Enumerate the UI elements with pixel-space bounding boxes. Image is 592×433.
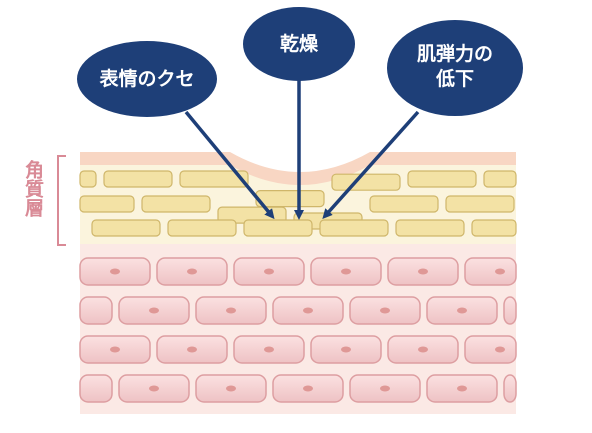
cell-nucleus [495,268,505,275]
cell-nucleus [149,307,159,314]
lower-cell-grid [79,257,517,403]
cell-nucleus [226,307,236,314]
expression-bubble [77,41,217,117]
stratum-cell [179,170,249,188]
cell-nucleus [303,385,313,392]
expression-callout-text: 表情のクセ [99,68,195,90]
cell-nucleus [418,268,428,275]
dryness-bubble [243,7,355,81]
stratum-cell [91,219,161,237]
elasticity-bubble [387,20,523,116]
living-cell [503,296,517,325]
cell-nucleus [187,346,197,353]
stratum-cell [319,219,389,237]
stratum-cell [255,190,325,208]
stratum-cell [331,173,401,191]
cell-nucleus [341,346,351,353]
cell-nucleus [264,268,274,275]
cell-nucleus [457,307,467,314]
stratum-cell [471,219,517,237]
cell-nucleus [457,385,467,392]
cell-nucleus [110,346,120,353]
cell-nucleus [226,385,236,392]
living-cell [464,335,517,364]
cell-nucleus [418,346,428,353]
cell-nucleus [303,307,313,314]
stratum-cell [103,170,173,188]
stratum-corneum-label: 角質層 [22,160,44,217]
surface-band [80,152,516,185]
stratum-bracket [57,155,66,246]
elasticity-callout-line2: 低下 [435,68,474,90]
stratum-cell [79,170,97,188]
stratum-cell [167,219,237,237]
cell-nucleus [341,268,351,275]
living-cell [464,257,517,286]
stratum-cell [407,170,477,188]
cell-nucleus [264,346,274,353]
elasticity-callout-line1: 肌弾力の [416,43,493,65]
living-cell [503,374,517,403]
expression-arrow [184,110,275,220]
cell-nucleus [380,307,390,314]
stratum-cell [243,219,313,237]
stratum-cell [483,170,517,188]
cell-nucleus [149,385,159,392]
dryness-callout-text: 乾燥 [279,33,318,55]
cell-nucleus [380,385,390,392]
stratum-cell [445,195,515,213]
stratum-cell [395,219,465,237]
cell-nucleus [187,268,197,275]
elasticity-arrow [322,110,420,219]
cell-nucleus [495,346,505,353]
cell-nucleus [110,268,120,275]
stratum-cell [369,195,439,213]
stratum-cell [79,195,135,213]
living-cell [79,296,113,325]
living-cell [79,374,113,403]
stratum-cell [141,195,211,213]
